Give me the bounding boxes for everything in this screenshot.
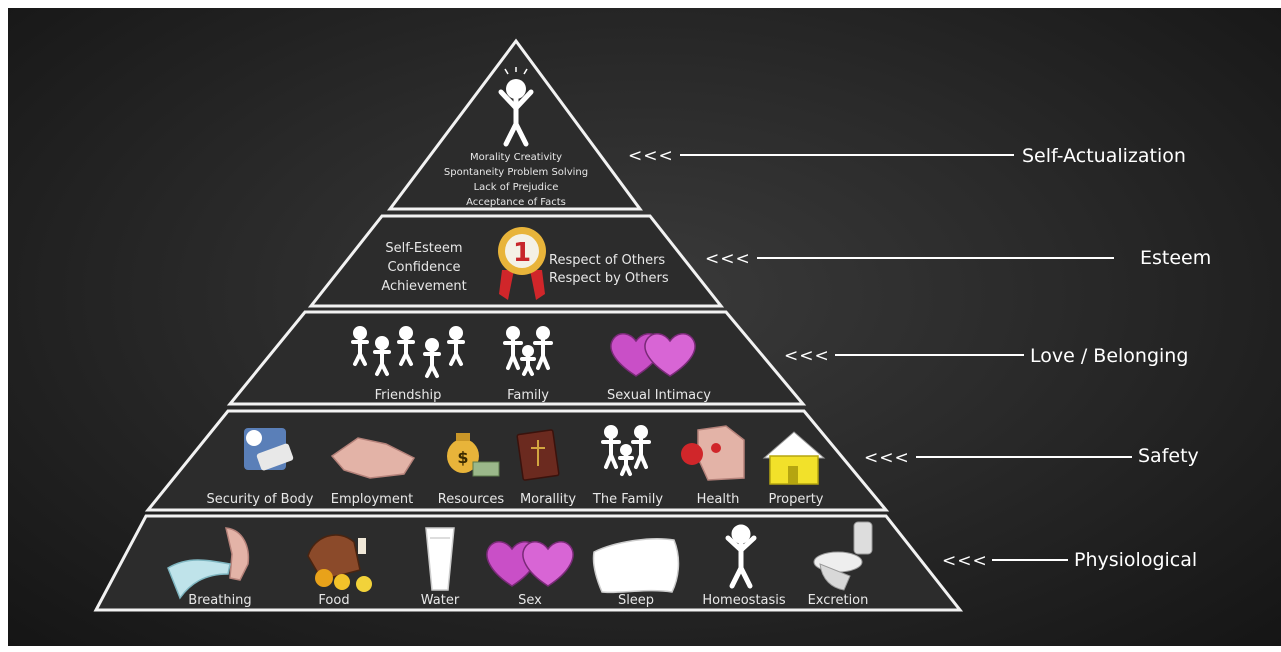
person-raised-arms-icon [498,79,534,147]
sa-item-creativity: Creativity [514,152,562,163]
tier-physiological: Breathing Food Water Sex Sleep [93,514,964,612]
homeostasis-person-icon [725,524,757,589]
tier-love-belonging: Friendship Family Sexual Intimacy [226,310,807,406]
arrow-physiological: <<< [942,551,988,571]
sa-item-problem-solving: Problem Solving [507,167,588,178]
toilet-icon [813,521,873,591]
love-item-friendship: Friendship [375,388,442,403]
phys-item-excretion: Excretion [808,593,869,608]
sa-item-acceptance-of-facts: Acceptance of Facts [466,197,566,208]
svg-text:Spontaneity Problem Solving: Spontaneity Problem Solving [444,167,588,178]
sa-item-spontaneity: Spontaneity [444,167,504,178]
esteem-item-respect-of-others: Respect of Others [549,253,665,268]
esteem-item-self-esteem: Self-Esteem [385,241,462,256]
love-item-sexual-intimacy: Sexual Intimacy [607,388,711,403]
esteem-item-achievement: Achievement [381,279,466,294]
food-icon [307,534,372,592]
sa-item-morality: Morality [470,152,510,163]
safety-item-employment: Employment [331,492,413,507]
sparkle-lines [504,67,528,75]
tier-safety: Security of Body Employment $ Resources … [144,409,890,512]
medal-number: 1 [513,238,531,268]
health-body-icon [681,425,745,481]
tier-self-actualization: Morality Creativity Spontaneity Problem … [387,38,643,211]
level-label-self-actualization-group: <<< Self-Actualization [628,145,1186,167]
esteem-item-confidence: Confidence [387,260,460,275]
house-icon [762,431,826,485]
hearts-icon [610,333,696,377]
phys-item-breathing: Breathing [188,593,251,608]
tier-esteem: Self-Esteem Confidence Achievement 1 Res… [307,214,725,308]
chalkboard-background: Morality Creativity Spontaneity Problem … [8,8,1281,646]
sa-item-lack-of-prejudice: Lack of Prejudice [474,182,559,193]
arrow-safety: <<< [864,448,910,468]
security-of-body-icon [244,428,294,471]
safety-item-morallity: Morallity [520,492,576,507]
pillow-icon [592,538,680,594]
phys-item-homeostasis: Homeostasis [702,593,786,608]
the-family-people-icon [601,425,651,476]
level-label-physiological: Physiological [1074,549,1197,571]
level-label-esteem: Esteem [1140,247,1211,269]
level-label-esteem-group: <<< Esteem [705,247,1211,269]
level-label-love-belonging: Love / Belonging [1030,345,1188,367]
family-people-icon [503,326,553,376]
water-glass-icon [425,527,455,591]
arrow-love-belonging: <<< [784,346,830,366]
safety-item-resources: Resources [438,492,505,507]
phys-item-food: Food [318,593,349,608]
esteem-item-respect-by-others: Respect by Others [549,271,669,286]
sex-hearts-icon [486,541,574,587]
friendship-people-icon [351,326,465,378]
level-label-physiological-group: <<< Physiological [942,549,1197,571]
pyramid-diagram: Morality Creativity Spontaneity Problem … [93,38,1211,612]
level-label-safety: Safety [1138,445,1199,467]
phys-item-sleep: Sleep [618,593,654,608]
svg-text:Morality Creativity: Morality Creativity [470,152,562,163]
svg-text:$: $ [457,448,468,467]
level-label-love-group: <<< Love / Belonging [784,345,1188,367]
safety-item-the-family: The Family [592,492,663,507]
safety-item-health: Health [697,492,740,507]
phys-item-sex: Sex [518,593,542,608]
level-label-safety-group: <<< Safety [864,445,1199,468]
arrow-esteem: <<< [705,249,751,269]
level-label-self-actualization: Self-Actualization [1022,145,1186,167]
medal-ribbon-icon: 1 [498,227,546,300]
money-bag-icon: $ [447,433,500,477]
bible-book-icon [516,429,560,481]
love-item-family: Family [507,388,549,403]
safety-item-security-of-body: Security of Body [207,492,314,507]
handshake-icon [330,437,416,479]
arrow-self-actualization: <<< [628,146,674,166]
phys-item-water: Water [421,593,460,608]
breathing-face-icon [167,527,250,600]
safety-item-property: Property [768,492,823,507]
